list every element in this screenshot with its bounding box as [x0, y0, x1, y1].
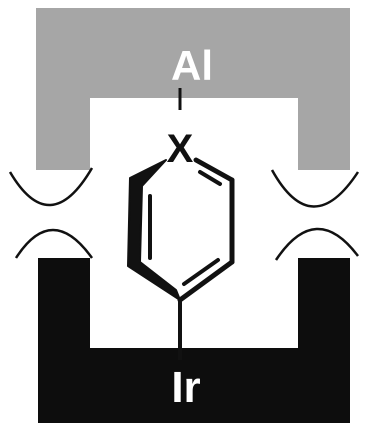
ring-lower-right-double [182, 258, 220, 286]
bottom-bracket [38, 258, 350, 423]
ring-left-wedge [127, 159, 181, 301]
left-interaction-arcs [8, 167, 94, 259]
ring-lower-right-bond [177, 259, 235, 303]
left-lower-arc [14, 228, 94, 259]
top-atom-label: Al [171, 42, 213, 89]
top-bracket [36, 8, 350, 170]
boat-ring [127, 157, 235, 303]
right-lower-arc [274, 227, 359, 261]
bottom-atom-label: Ir [171, 363, 200, 412]
ring-upper-right-bond [193, 157, 235, 183]
right-upper-arc [270, 169, 360, 208]
right-interaction-arcs [270, 169, 360, 261]
left-upper-arc [8, 167, 94, 207]
bridge-atom-label: X [167, 127, 194, 171]
ring-upper-right-double [198, 170, 222, 186]
